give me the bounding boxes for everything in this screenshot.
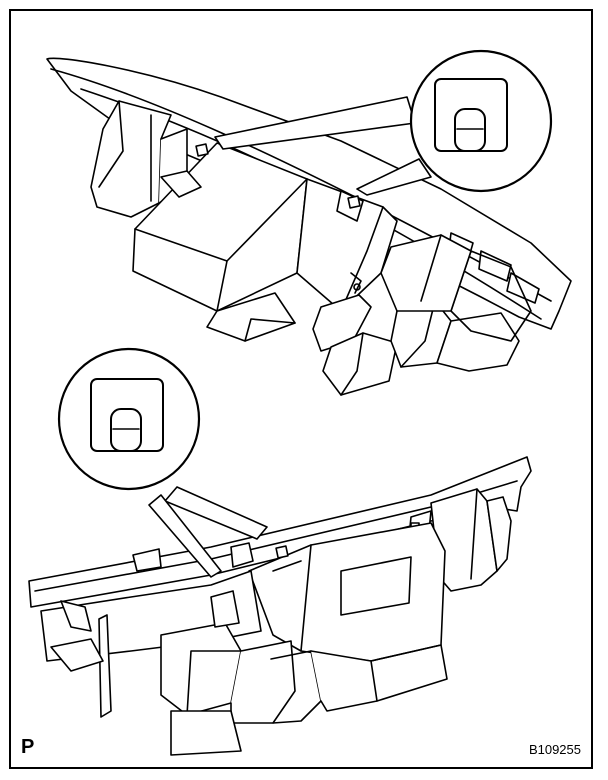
upper-detail-callout xyxy=(214,49,553,196)
lower-clip-1 xyxy=(275,545,289,559)
upper-clip-2 xyxy=(347,195,361,209)
view-letter: P xyxy=(21,736,35,758)
upper-switch-assembly xyxy=(46,57,572,396)
upper-clip-1 xyxy=(195,143,209,157)
switch-assembly-illustration xyxy=(28,49,572,756)
lower-switch-assembly xyxy=(28,456,532,756)
lower-detail-callout xyxy=(57,347,268,578)
figure-code: B109255 xyxy=(528,742,581,757)
illustration-frame: P B109255 xyxy=(9,9,593,769)
upper-latch xyxy=(90,100,172,218)
